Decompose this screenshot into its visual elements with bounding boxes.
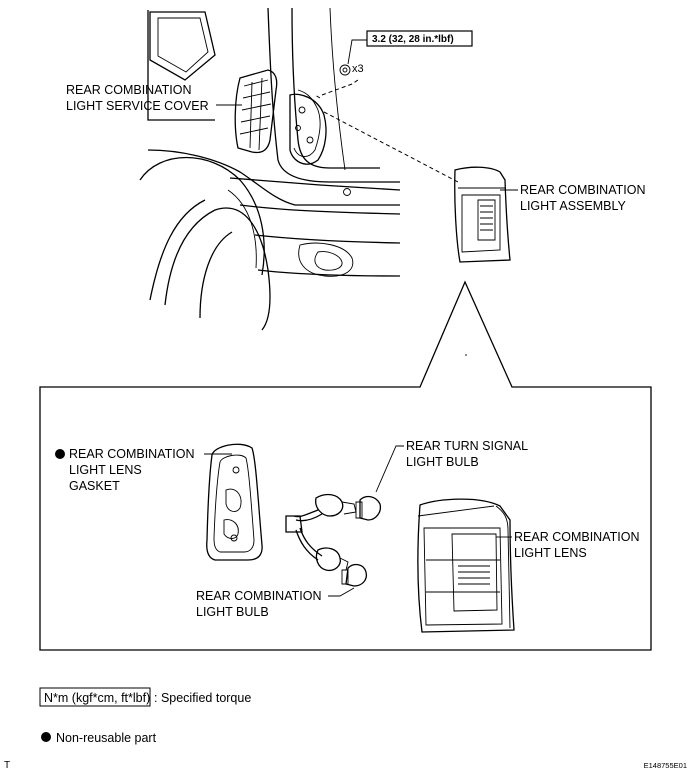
label-light-bulb-line2: LIGHT BULB [196, 605, 269, 619]
footer-left-mark: T [4, 760, 10, 771]
torque-callout-text: 3.2 (32, 28 in.*lbf) [372, 34, 454, 45]
label-gasket-line2: LIGHT LENS [69, 463, 142, 477]
label-turn-signal-line2: LIGHT BULB [406, 455, 479, 469]
label-gasket-line1: REAR COMBINATION [69, 447, 194, 461]
label-light-bulb-line1: REAR COMBINATION [196, 589, 321, 603]
legend-non-reusable-mark [41, 732, 51, 742]
lens-gasket-part [206, 443, 263, 561]
detail-callout-frame [39, 280, 652, 651]
label-light-assembly-line2: LIGHT ASSEMBLY [520, 199, 626, 213]
vehicle-rear-body [139, 7, 401, 331]
label-lens-line1: REAR COMBINATION [514, 530, 639, 544]
label-light-assembly-line1: REAR COMBINATION [520, 183, 645, 197]
label-lens-line2: LIGHT LENS [514, 546, 587, 560]
turn-signal-bulb-part [355, 495, 382, 521]
label-service-cover-line2: LIGHT SERVICE COVER [66, 99, 209, 113]
legend-torque-box [39, 687, 151, 707]
bolt-part [339, 64, 351, 76]
light-lens-part [417, 498, 515, 633]
light-assembly-part [454, 166, 511, 263]
non-reusable-mark [55, 449, 65, 459]
legend-torque-unit: N*m (kgf*cm, ft*lbf) [44, 691, 150, 705]
legend-torque-desc: : Specified torque [154, 691, 251, 705]
label-gasket-line3: GASKET [69, 479, 120, 493]
label-service-cover-line1: REAR COMBINATION [66, 83, 191, 97]
service-cover-part [234, 69, 278, 154]
torque-callout-box [366, 30, 473, 47]
legend-non-reusable-text: Non-reusable part [56, 731, 157, 745]
socket-wire-part [285, 493, 357, 572]
light-bulb-part [341, 563, 368, 587]
figure-code: E148755E01 [644, 761, 687, 770]
label-turn-signal-line1: REAR TURN SIGNAL [406, 439, 528, 453]
quantity-label: x3 [352, 63, 364, 75]
